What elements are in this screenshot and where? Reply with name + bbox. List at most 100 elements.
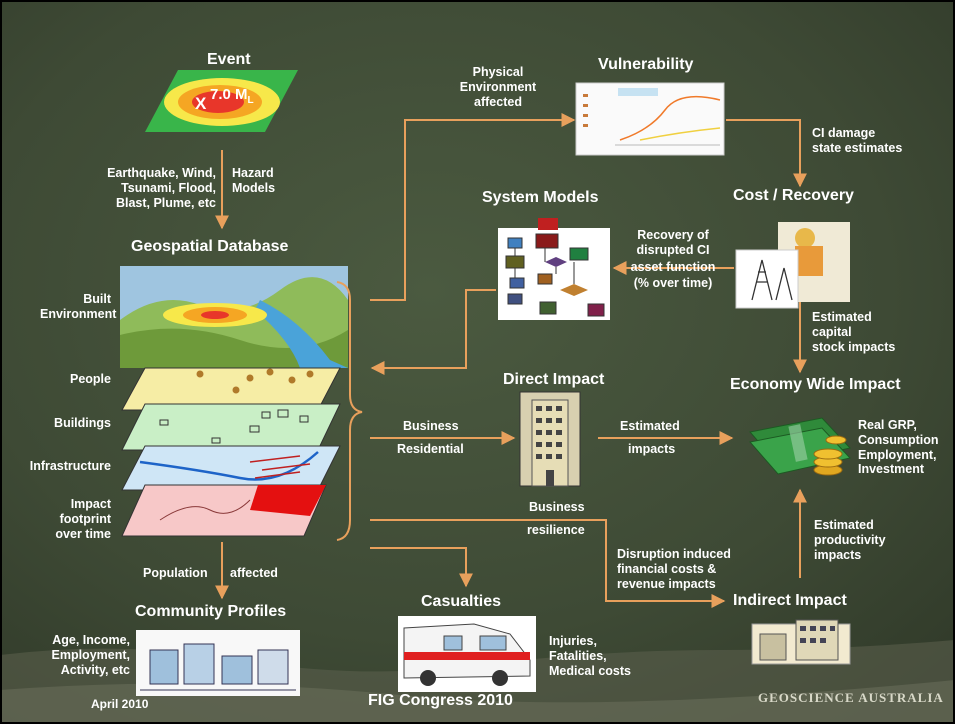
label-productivity: Estimated productivity impacts: [814, 518, 886, 562]
label-ci-damage-line2: state estimates: [812, 140, 903, 155]
magnitude-label: 7.0 ML: [210, 86, 254, 107]
magnitude-subscript: L: [247, 95, 254, 106]
label-recovery-line4: (% over time): [633, 276, 713, 291]
label-econ-line3: Employment,: [858, 447, 937, 462]
infrastructure-layer-picture: [121, 445, 341, 491]
label-hazard-line3: Blast, Plume, etc: [115, 195, 216, 210]
ambulance-picture: [398, 616, 536, 692]
geoscience-australia-logo: GEOSCIENCE AUSTRALIA: [758, 690, 944, 705]
label-hazard-models-line1: Hazard: [232, 166, 274, 180]
label-estimated: Estimated: [620, 419, 680, 433]
label-business: Business: [403, 419, 459, 433]
system-models-picture: [498, 218, 610, 320]
label-age-line1: Age, Income,: [52, 633, 130, 647]
heading-direct-impact: Direct Impact: [503, 371, 605, 388]
heading-community-profiles: Community Profiles: [135, 603, 287, 620]
indirect-impact-picture: [751, 619, 851, 665]
heading-system-models: System Models: [482, 189, 599, 206]
label-infrastructure: Infrastructure: [29, 459, 111, 473]
arrow-to-casualties: [370, 547, 473, 588]
footer-event: FIG Congress 2010: [368, 692, 513, 709]
label-productivity-line3: impacts: [814, 547, 862, 562]
magnitude-value: 7.0 M: [210, 86, 248, 103]
label-age-income: Age, Income, Employment, Activity, etc: [20, 633, 131, 677]
cost-recovery-picture: [735, 222, 850, 309]
label-business-2: Business: [529, 500, 585, 514]
label-econ-line2: Consumption: [858, 432, 939, 447]
label-recovery-line3: asset function: [630, 259, 716, 274]
label-built-line2: Environment: [40, 306, 117, 321]
footer-date: April 2010: [91, 697, 149, 711]
label-recovery-line2: disrupted CI: [636, 242, 710, 257]
label-impact-footprint: Impact footprint over time: [30, 497, 111, 541]
label-age-line2: Employment,: [51, 647, 131, 662]
label-disruption-line2: financial costs &: [617, 561, 717, 576]
label-ci-damage-line1: CI damage: [812, 126, 876, 140]
heading-cost-recovery: Cost / Recovery: [733, 187, 854, 204]
label-hazard-line1: Earthquake, Wind,: [107, 166, 216, 180]
label-impacts: impacts: [628, 442, 676, 456]
label-econ-line1: Real GRP,: [858, 418, 917, 432]
arrow-to-indirect: [370, 519, 726, 608]
heading-event: Event: [207, 51, 251, 68]
label-affected: affected: [230, 566, 278, 580]
vulnerability-chart-picture: [575, 82, 725, 156]
label-productivity-line1: Estimated: [814, 518, 874, 532]
heading-indirect-impact: Indirect Impact: [733, 592, 847, 609]
label-people: People: [70, 372, 111, 386]
label-injuries-line1: Injuries,: [549, 634, 597, 648]
label-capital-line2: capital: [812, 324, 852, 339]
label-physical-line3: affected: [474, 94, 522, 109]
label-capital-line3: stock impacts: [812, 339, 896, 354]
community-profiles-picture: [136, 630, 300, 696]
label-age-line3: Activity, etc: [60, 662, 130, 677]
label-capital-line1: Estimated: [812, 310, 872, 324]
direct-impact-building-picture: [519, 391, 581, 487]
epicenter-marker: X: [195, 94, 207, 113]
built-environment-picture: [120, 266, 348, 368]
label-built-environment: Built Environment: [40, 292, 117, 322]
label-hazard-line2: Tsunami, Flood,: [121, 180, 216, 195]
label-hazard-inputs: Earthquake, Wind, Tsunami, Flood, Blast,…: [60, 166, 216, 210]
heading-casualties: Casualties: [421, 593, 502, 610]
money-picture: [749, 417, 851, 476]
label-injuries-line2: Fatalities,: [549, 648, 607, 663]
label-physical-line2: Environment: [459, 79, 537, 94]
label-impact-line1: Impact: [70, 497, 111, 511]
label-recovery: Recovery of disrupted CI asset function …: [618, 228, 728, 291]
arrow-vulnerability-to-cost: [726, 119, 807, 188]
label-hazard-models-line2: Models: [232, 180, 276, 195]
buildings-layer-picture: [121, 403, 341, 451]
label-population: Population: [143, 566, 208, 580]
label-econ-line4: Investment: [858, 462, 924, 477]
label-physical-line1: Physical: [472, 65, 524, 79]
label-injuries-line3: Medical costs: [549, 663, 631, 678]
arrow-to-vulnerability: [370, 113, 576, 301]
label-built-line1: Built: [83, 292, 111, 306]
label-ci-damage: CI damage state estimates: [812, 126, 902, 156]
label-disruption-line1: Disruption induced: [617, 547, 731, 561]
label-impact-line3: over time: [55, 526, 111, 541]
heading-vulnerability: Vulnerability: [598, 56, 694, 73]
label-economy-outputs: Real GRP, Consumption Employment, Invest…: [858, 418, 939, 477]
label-injuries: Injuries, Fatalities, Medical costs: [549, 634, 631, 678]
label-disruption-line3: revenue impacts: [617, 576, 716, 591]
event-map-icon: [145, 70, 298, 132]
label-residential: Residential: [397, 442, 464, 456]
label-productivity-line2: productivity: [814, 532, 886, 547]
flow-arrows: [215, 113, 807, 608]
bracket: [336, 281, 363, 541]
label-impact-line2: footprint: [59, 511, 111, 526]
label-recovery-line1: Recovery of: [637, 228, 709, 242]
label-buildings: Buildings: [54, 416, 111, 430]
label-capital-stock: Estimated capital stock impacts: [812, 310, 895, 354]
label-hazard-models: Hazard Models: [232, 166, 275, 196]
label-physical-environment: Physical Environment affected: [458, 65, 538, 109]
arrow-system-to-database: [370, 289, 496, 375]
heading-economy-wide-impact: Economy Wide Impact: [730, 376, 901, 393]
heading-geospatial-database: Geospatial Database: [131, 238, 289, 255]
impact-footprint-picture: [121, 484, 327, 537]
label-disruption: Disruption induced financial costs & rev…: [617, 547, 731, 591]
